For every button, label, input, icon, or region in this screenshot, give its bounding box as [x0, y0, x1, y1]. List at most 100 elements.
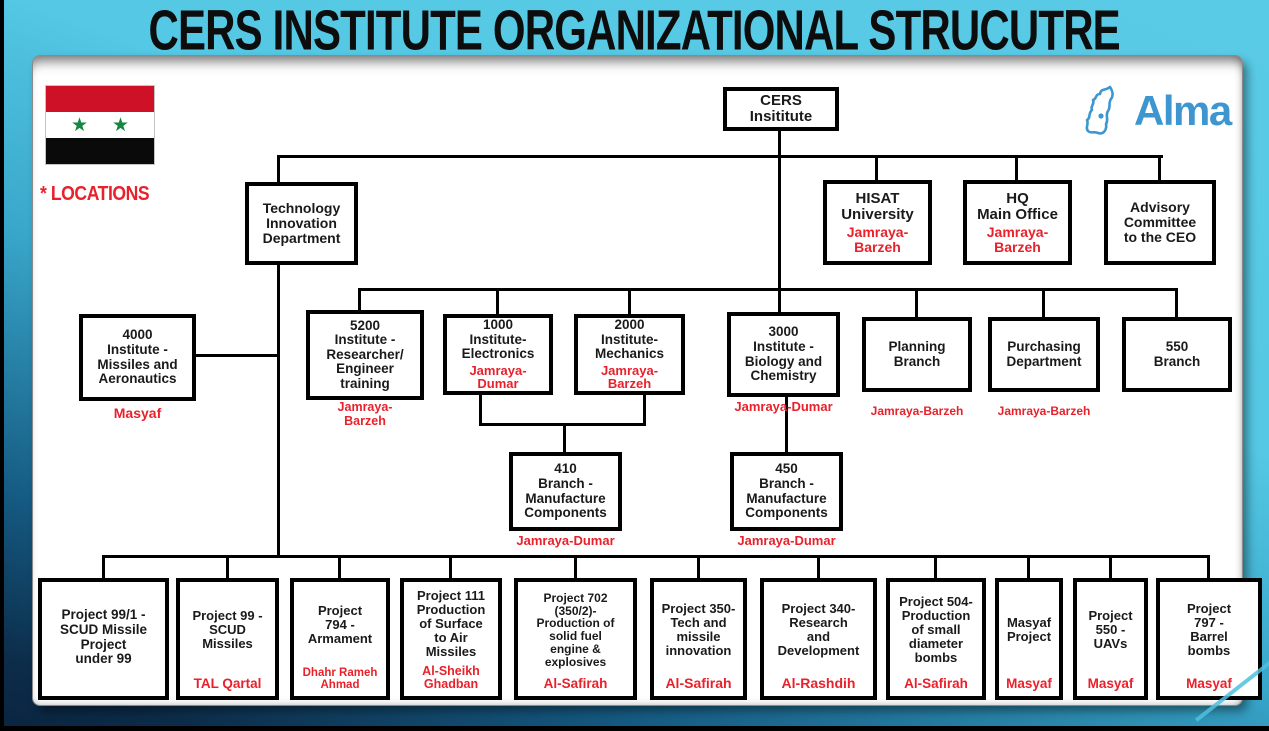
connector-line [277, 264, 280, 557]
connector-line [338, 555, 341, 580]
node-title: Project 794 - Armament [307, 603, 373, 647]
org-node-project-99-1-scud-missile: Project 99/1 - SCUD Missile Project unde… [38, 578, 169, 700]
connector-line [1175, 288, 1178, 319]
org-node-410-branch-manufacture-components: 410 Branch - Manufacture Components [509, 452, 622, 531]
node-title: Project 99 - SCUD Missiles [192, 608, 263, 652]
org-node-project-504-small-diameter-bombs: Project 504- Production of small diamete… [886, 578, 986, 700]
node-location: Jamraya- Barzeh [986, 224, 1049, 255]
org-node-technology-innovation-department: Technology Innovation Department [245, 182, 358, 265]
node-title: Project 111 Production of Surface to Air… [416, 588, 486, 660]
node-location: Al-Rashdih [781, 675, 856, 692]
node-title: Technology Innovation Department [262, 199, 341, 247]
node-location: Masyaf [1006, 675, 1052, 691]
node-location: Masyaf [113, 405, 162, 421]
node-location: Al-Sheikh Ghadban [422, 663, 480, 691]
connector-line [102, 555, 1210, 558]
node-location: Jamraya-Barzeh [997, 404, 1091, 418]
org-node-4000-institute-missiles-aeronautics: 4000 Institute - Missiles and Aeronautic… [79, 314, 196, 401]
alma-map-icon [1070, 84, 1132, 138]
org-node-2000-institute-mechanics: 2000 Institute- Mechanics Jamraya- Barze… [574, 314, 685, 395]
node-title: 5200 Institute - Researcher/ Engineer tr… [326, 317, 404, 391]
node-title: Project 550 - UAVs [1088, 608, 1133, 652]
node-title: 410 Branch - Manufacture Components [524, 461, 607, 521]
node-location: Masyaf [1087, 675, 1134, 691]
connector-line [875, 155, 878, 182]
connector-line [915, 288, 918, 319]
page-title-bar: CERS INSTITUTE ORGANIZATIONAL STRUCUTRE [0, 0, 1269, 62]
node-title: 1000 Institute- Electronics [461, 317, 535, 362]
flag-black-stripe [46, 138, 154, 164]
connector-line [574, 555, 577, 580]
connector-line [226, 555, 229, 580]
node-title: Purchasing Department [1006, 338, 1082, 369]
alma-logo-text: Alma [1134, 87, 1232, 134]
node-title: HISAT University [841, 189, 914, 223]
org-node-3000-institute-biology-chemistry: 3000 Institute - Biology and Chemistry [727, 312, 840, 397]
connector-line [449, 555, 452, 580]
bottom-edge-border [0, 726, 1269, 731]
node-title: 3000 Institute - Biology and Chemistry [744, 324, 823, 384]
org-node-project-702-solid-fuel: Project 702 (350/2)- Production of solid… [514, 578, 637, 700]
connector-line [778, 131, 781, 315]
flag-star-icon: ★ [70, 114, 88, 136]
org-node-masyaf-project: Masyaf Project Masyaf [995, 578, 1063, 700]
page-title: CERS INSTITUTE ORGANIZATIONAL STRUCUTRE [148, 0, 1121, 62]
node-location: TAL Qartal [193, 675, 262, 691]
node-location: Al-Safirah [543, 675, 608, 691]
node-location: Jamraya-Dumar [516, 533, 615, 548]
org-node-550-branch: 550 Branch [1122, 317, 1232, 392]
org-node-hisat-university: HISAT University Jamraya- Barzeh [823, 180, 932, 265]
connector-line [479, 394, 482, 425]
org-node-project-550-uavs: Project 550 - UAVs Masyaf [1073, 578, 1148, 700]
connector-line [785, 396, 788, 454]
connector-line [1207, 555, 1210, 580]
flag-white-stripe: ★ ★ [46, 112, 154, 138]
node-title: Project 350- Tech and missile innovation [661, 601, 736, 659]
node-location: Jamraya- Barzeh [846, 224, 909, 255]
node-title: 450 Branch - Manufacture Components [745, 461, 828, 521]
locations-legend-label: * LOCATIONS [40, 183, 150, 205]
org-node-project-350-tech-missile-innovation: Project 350- Tech and missile innovation… [650, 578, 747, 700]
org-node-purchasing-department: Purchasing Department [988, 317, 1100, 392]
org-node-project-111-surface-to-air: Project 111 Production of Surface to Air… [400, 578, 502, 700]
connector-line [1109, 555, 1112, 580]
node-location: Jamraya- Barzeh [337, 400, 393, 428]
node-title: Masyaf Project [1006, 615, 1052, 645]
connector-line [102, 555, 105, 580]
org-node-project-340-research-development: Project 340- Research and Development Al… [760, 578, 877, 700]
connector-line [643, 394, 646, 425]
node-location: Jamraya-Dumar [734, 399, 833, 414]
org-node-1000-institute-electronics: 1000 Institute- Electronics Jamraya- Dum… [443, 314, 553, 395]
node-title: CERS Insititute [749, 91, 813, 125]
node-location: Dhahr Rameh Ahmad [302, 666, 378, 691]
connector-line [196, 354, 280, 357]
org-node-project-99-scud-missiles: Project 99 - SCUD Missiles TAL Qartal [176, 578, 279, 700]
org-node-cers-institute: CERS Insititute [723, 87, 839, 131]
org-node-planning-branch: Planning Branch [862, 317, 972, 392]
org-node-advisory-committee-to-ceo: Advisory Committee to the CEO [1104, 180, 1216, 265]
node-title: 550 Branch [1153, 338, 1201, 369]
connector-line [358, 288, 361, 312]
node-title: Project 99/1 - SCUD Missile Project unde… [59, 607, 148, 667]
node-title: Advisory Committee to the CEO [1123, 198, 1197, 246]
flag-star-icon: ★ [112, 114, 130, 136]
connector-line [277, 155, 280, 184]
flag-red-stripe [46, 86, 154, 112]
connector-line [358, 288, 1178, 291]
connector-line [277, 155, 1163, 158]
org-node-project-794-armament: Project 794 - Armament Dhahr Rameh Ahmad [290, 578, 390, 700]
node-title: Project 797 - Barrel bombs [1186, 601, 1232, 659]
node-location: Masyaf [1186, 675, 1232, 691]
node-title: Project 702 (350/2)- Production of solid… [536, 590, 615, 670]
alma-logo: Alma [1070, 84, 1232, 138]
connector-line [1042, 288, 1045, 319]
org-node-5200-institute-training: 5200 Institute - Researcher/ Engineer tr… [306, 310, 424, 400]
node-title: 2000 Institute- Mechanics [594, 317, 665, 362]
org-node-hq-main-office: HQ Main Office Jamraya- Barzeh [963, 180, 1072, 265]
node-location: Jamraya- Barzeh [600, 362, 659, 392]
node-location: Jamraya- Dumar [469, 362, 527, 392]
connector-line [563, 423, 566, 454]
connector-line [934, 555, 937, 580]
